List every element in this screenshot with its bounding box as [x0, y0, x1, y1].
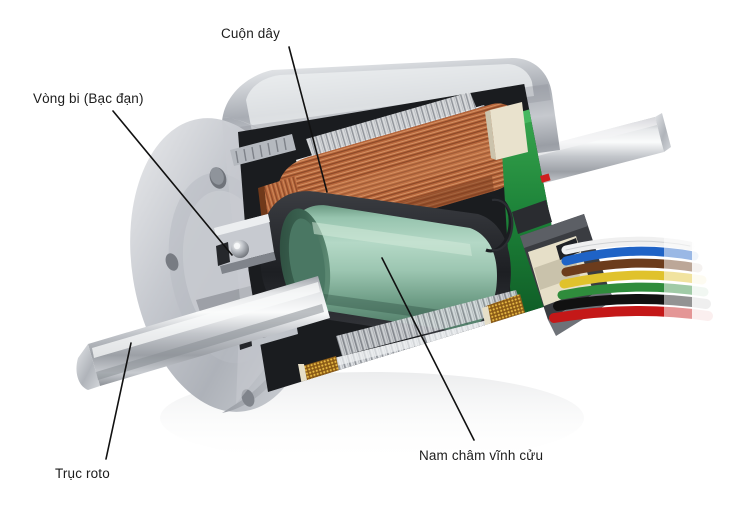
- callout-label-shaft: Trục roto: [55, 466, 110, 481]
- callout-leader-lines: [105, 46, 475, 460]
- stator-laminations-bottom-rear: [336, 290, 522, 356]
- callout-label-bearing: Vòng bi (Bạc đạn): [33, 91, 144, 106]
- leader-line-shaft: [105, 342, 132, 460]
- leader-line-magnet: [381, 257, 475, 441]
- mounting-hole-bottom: [241, 389, 255, 407]
- rotor-shaft-left: [76, 276, 330, 390]
- callout-label-coil: Cuộn dây: [221, 26, 280, 41]
- wire-harness: [549, 226, 740, 336]
- red-marker: [540, 173, 551, 183]
- callout-label-magnet: Nam châm vĩnh cửu: [419, 448, 544, 463]
- leader-line-bearing: [112, 110, 233, 256]
- stator-laminations-top-rear: [306, 92, 479, 161]
- assembly-screw: [230, 134, 296, 166]
- mounting-hole-left: [165, 253, 179, 271]
- leader-line-coil: [288, 46, 328, 193]
- slot-insulator: [485, 102, 528, 160]
